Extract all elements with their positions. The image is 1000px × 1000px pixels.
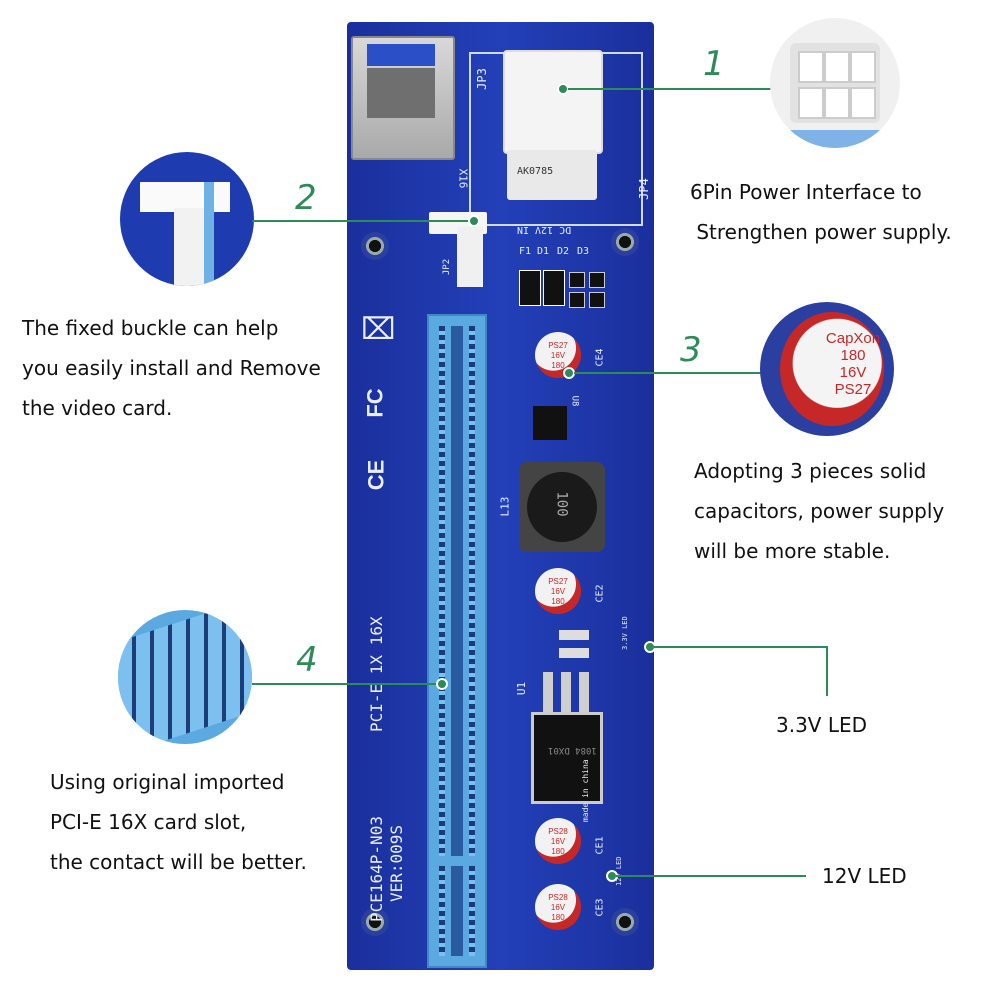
ce2-label: CE2 [594,584,606,603]
callout-3-text: Adopting 3 pieces solid capacitors, powe… [694,459,945,563]
callout-3-line [574,372,764,374]
ce4-label: CE4 [594,348,606,367]
mount-hole [361,232,389,260]
u8-label: U8 [569,395,580,407]
slot-silk-label: PCI-E 1X 16X [367,616,386,732]
callout-2-line [252,220,474,222]
capacitor-ce3: PS28 16V 180 [535,884,581,930]
callout-1-number: 1 [703,44,725,84]
led-12-line [616,875,806,877]
slot-photo [118,610,252,744]
inductor-l13: 100 [519,462,605,552]
usb-port [351,36,455,160]
callout-3-number: 3 [680,330,702,370]
d3-label: D3 [577,246,590,257]
led-33-silk: 3.3V LED [621,616,629,650]
l13-label: L13 [498,496,512,517]
callout-4-text: Using original imported PCI-E 16X card s… [50,770,307,874]
regulator-u1 [537,672,597,712]
jp2-label: JP2 [442,258,453,276]
callout-1-text: 6Pin Power Interface to Strengthen power… [690,180,952,244]
callout-4-number: 4 [296,640,318,680]
capacitor-ce4: PS27 16V 180 [535,332,581,378]
connector-label: AK0785 [517,166,554,177]
chip-u8 [533,406,567,440]
mount-hole [361,908,389,936]
ce3-label: CE3 [594,898,606,917]
in-label: IN [517,224,530,235]
callout-4-marker [436,678,448,690]
capacitor-photo: CapXon 180 16V PS27 [760,302,894,436]
mount-hole [611,228,639,256]
six-pin-connector [503,50,603,154]
ce-icon: CE [363,459,389,491]
led-33-line-v [826,646,828,696]
jp3-label: JP3 [474,68,489,90]
led-33-label: 3.3V LED [776,713,868,737]
buckle-photo [120,152,254,286]
riser-board: JP3 JP4 AK0785 DC 12V IN X16 JP2 F1 D1 D… [347,22,654,970]
callout-4-line [252,683,440,685]
led-12-label: 12V LED [822,864,907,888]
x16-label: X16 [456,168,470,189]
six-pin-photo [770,18,900,148]
jp4-label: JP4 [636,178,651,200]
callout-2-number: 2 [295,178,317,218]
led-33-line-h [654,646,828,648]
mount-hole [611,908,639,936]
weee-icon: ⌧ [361,312,396,347]
f1-label: F1 [519,246,532,257]
capacitor-ce1: PS28 16V 180 [535,818,581,864]
ce1-label: CE1 [594,836,606,855]
capacitor-ce2: PS27 16V 180 [535,568,581,614]
model-silk-label: PCE164P-N03 [367,816,386,922]
dc-12v-label: DC 12V [535,224,572,235]
callout-2-marker [468,215,480,227]
d1-label: D1 [537,246,550,257]
pcie-16x-slot [427,314,487,968]
fcc-icon: FC [362,388,388,418]
callout-2-text: The fixed buckle can help you easily ins… [22,316,321,420]
u1-label: U1 [515,681,529,696]
callout-1-line [568,88,773,90]
made-in-china: made in china [581,759,590,822]
version-silk-label: VER:009S [387,824,406,902]
d2-label: D2 [557,246,570,257]
